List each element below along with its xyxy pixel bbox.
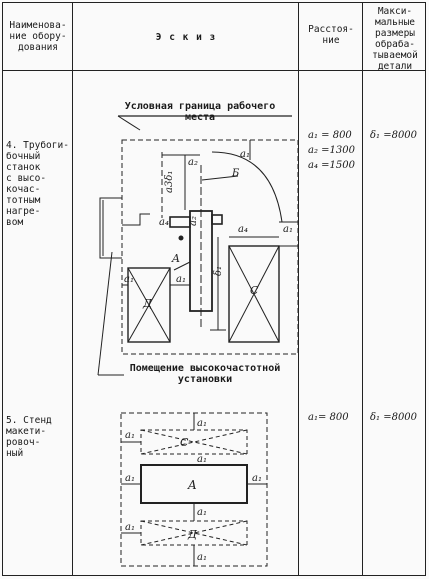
r5-label-a1-7: a₁: [197, 552, 207, 563]
r5-label-a1-2: a₁: [197, 454, 207, 465]
row-4-equipment-name: 4. Трубоги- бочный станок с высо- кочас-…: [6, 140, 69, 228]
r5-label-a1-1: a₁: [125, 430, 135, 441]
row-4-sketch: [97, 115, 299, 376]
header-equipment-name: Наименова- ние обору- дования: [9, 20, 67, 53]
r5-label-a1-6: a₁: [125, 522, 135, 533]
row-5-distances: a₁= 800: [308, 412, 349, 423]
column-divider-3: [362, 2, 363, 576]
label-a1-top: a₁: [240, 149, 250, 160]
label-a3-b1: a3δ₁: [164, 171, 175, 193]
label-a1-right: a₁: [283, 224, 293, 235]
table-frame: [2, 2, 426, 576]
header-divider: [2, 70, 426, 71]
r5-label-a1-top: a₁: [197, 418, 207, 429]
r5-label-A: A: [187, 478, 197, 492]
label-a1-mid: a₁: [176, 274, 186, 285]
label-a1-left: a₁: [124, 274, 134, 285]
row-5-max-size: δ₁ =8000: [370, 412, 418, 423]
label-a2: a₂: [188, 157, 198, 168]
header-sketch: Э с к и з: [155, 32, 217, 43]
column-divider-1: [72, 2, 73, 576]
label-b1: δ₁: [213, 266, 224, 276]
r5-label-a1-3: a₁: [125, 473, 135, 484]
row-4-caption-top: Условная граница рабочего места: [124, 101, 276, 123]
row-4-distances: a₁ = 800 a₂ =1300 a₄ =1500: [308, 130, 355, 171]
r5-label-a1-4: a₁: [252, 473, 262, 484]
row-4-max-size: δ₁ =8000: [370, 130, 418, 141]
label-a4-right: a₄: [238, 224, 248, 235]
r5-label-a1-5: a₁: [197, 507, 207, 518]
label-C: C: [250, 284, 259, 297]
label-A: A: [171, 252, 180, 265]
label-a4: a₄: [159, 217, 169, 228]
row-4-caption-bottom: Помещение высокочастотной установки: [129, 363, 281, 385]
row-5-equipment-name: 5. Стенд макети- ровоч- ный: [6, 415, 52, 459]
row-5-sketch: [120, 412, 268, 567]
header-max-size: Макси- мальные размеры обраба- тываемой …: [372, 6, 418, 72]
r5-label-C: C: [180, 436, 189, 449]
label-a2-inner: a₂: [188, 216, 199, 226]
r5-label-D: Д: [187, 528, 198, 541]
label-D: Д: [142, 297, 153, 310]
label-b: Б: [231, 168, 240, 179]
header-distance: Расстоя- ние: [308, 24, 354, 46]
